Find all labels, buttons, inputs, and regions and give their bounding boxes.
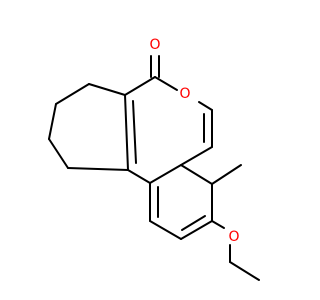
bond (124, 76, 156, 96)
bond (55, 83, 90, 105)
bond (124, 94, 129, 171)
benzene-ring (127, 109, 242, 240)
bond (180, 220, 213, 240)
bond (127, 169, 151, 184)
chemical-structure-diagram: O O O (48, 37, 260, 281)
carbonyl-oxygen-label: O (149, 37, 160, 53)
lactone-ring (124, 76, 213, 171)
bond (67, 167, 129, 171)
ring-oxygen-label: O (179, 86, 190, 102)
methoxy-group (211, 220, 260, 281)
bond (181, 215, 206, 231)
methoxy-oxygen-label: O (228, 229, 239, 245)
bond (180, 164, 213, 185)
carbonyl-group (150, 55, 160, 78)
bond (88, 83, 126, 96)
bond (48, 138, 69, 169)
bond (211, 164, 242, 185)
bond (48, 103, 57, 140)
bond (154, 76, 178, 91)
bond (149, 220, 182, 240)
bond (132, 100, 137, 164)
cycloheptane-ring (48, 83, 129, 171)
bond (211, 220, 225, 229)
bond (198, 101, 213, 111)
bond (229, 261, 260, 281)
